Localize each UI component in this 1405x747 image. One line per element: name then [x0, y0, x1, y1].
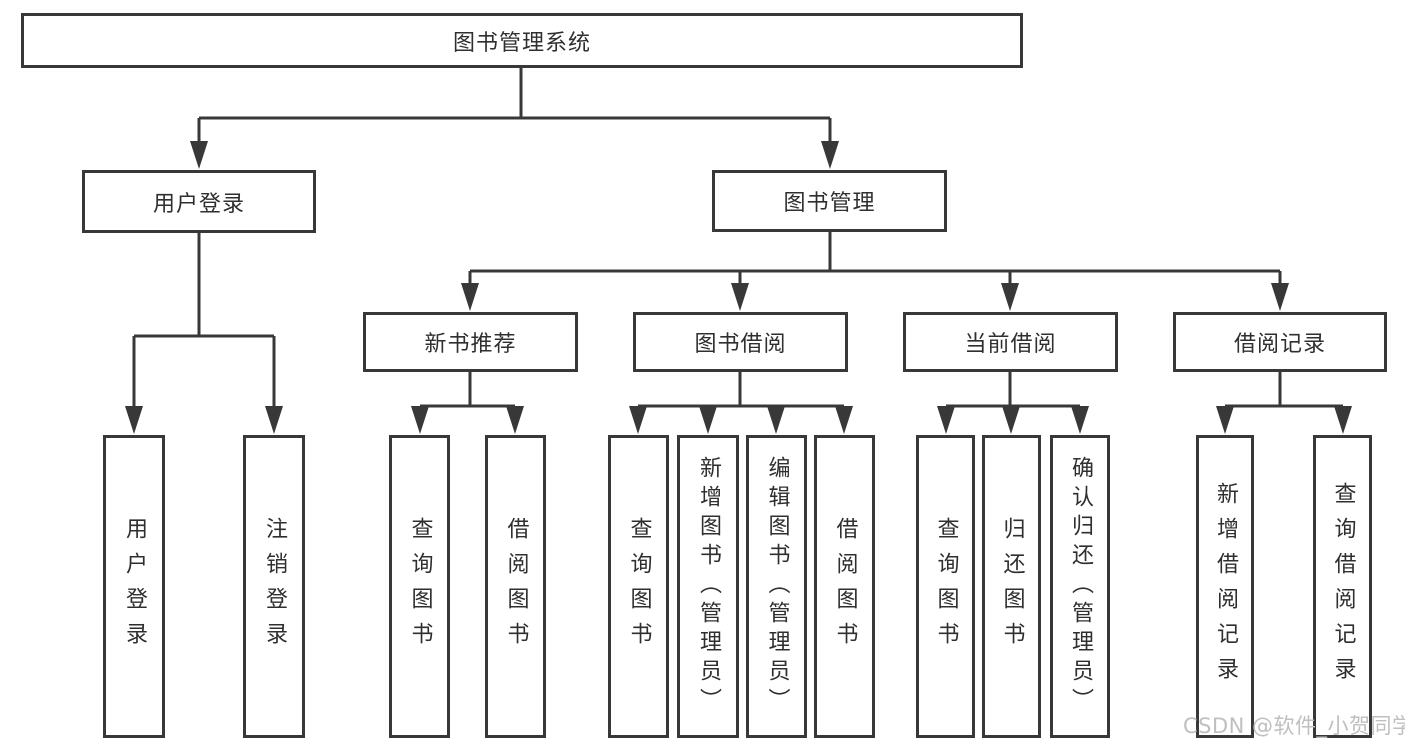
csdn-watermark: CSDN @软件_小贺同学	[1183, 714, 1405, 738]
node-library-management-system: 图书管理系统	[21, 13, 1023, 68]
leaf-user-login: 用户登录	[103, 435, 165, 738]
leaf-label: 借阅图书	[832, 516, 858, 657]
node-current-borrowing: 当前借阅	[903, 312, 1118, 372]
node-label: 新书推荐	[424, 332, 517, 357]
node-new-book-recommendation: 新书推荐	[363, 312, 578, 372]
leaf-label: 借阅图书	[503, 516, 529, 657]
leaf-search-books-2: 查询图书	[608, 435, 669, 738]
leaf-borrow-books-2: 借阅图书	[814, 435, 875, 738]
leaf-label: 查询图书	[407, 516, 433, 657]
leaf-label: 注销登录	[262, 516, 287, 657]
leaf-search-borrow-record: 查询借阅记录	[1313, 435, 1372, 738]
leaf-add-books-admin: 新增图书（管理员）	[677, 435, 739, 738]
leaf-label: 归还图书	[999, 516, 1025, 657]
leaf-borrow-books-1: 借阅图书	[485, 435, 546, 738]
leaf-label: 确认归还（管理员）	[1068, 456, 1093, 717]
node-book-borrowing: 图书借阅	[633, 312, 848, 372]
node-label: 当前借阅	[964, 332, 1057, 357]
node-label: 借阅记录	[1233, 332, 1326, 357]
node-label: 用户登录	[152, 191, 245, 217]
leaf-logout: 注销登录	[243, 435, 305, 738]
node-label: 图书管理系统	[452, 30, 591, 56]
leaf-label: 新增图书（管理员）	[696, 456, 721, 717]
leaf-edit-books-admin: 编辑图书（管理员）	[746, 435, 807, 738]
node-book-management: 图书管理	[712, 170, 947, 232]
node-user-login: 用户登录	[82, 170, 316, 233]
leaf-label: 查询图书	[626, 516, 652, 657]
leaf-label: 查询图书	[933, 516, 959, 657]
leaf-label: 编辑图书（管理员）	[764, 456, 790, 717]
leaf-return-books: 归还图书	[982, 435, 1041, 738]
leaf-label: 用户登录	[122, 516, 147, 657]
leaf-label: 新增借阅记录	[1213, 481, 1238, 692]
leaf-label: 查询借阅记录	[1330, 481, 1356, 692]
node-label: 图书借阅	[694, 332, 787, 357]
node-label: 图书管理	[783, 191, 876, 216]
leaf-confirm-return-admin: 确认归还（管理员）	[1050, 435, 1110, 738]
leaf-search-books-3: 查询图书	[916, 435, 975, 738]
leaf-add-borrow-record: 新增借阅记录	[1196, 435, 1254, 738]
node-borrowing-records: 借阅记录	[1173, 312, 1387, 372]
leaf-search-books-1: 查询图书	[389, 435, 450, 738]
